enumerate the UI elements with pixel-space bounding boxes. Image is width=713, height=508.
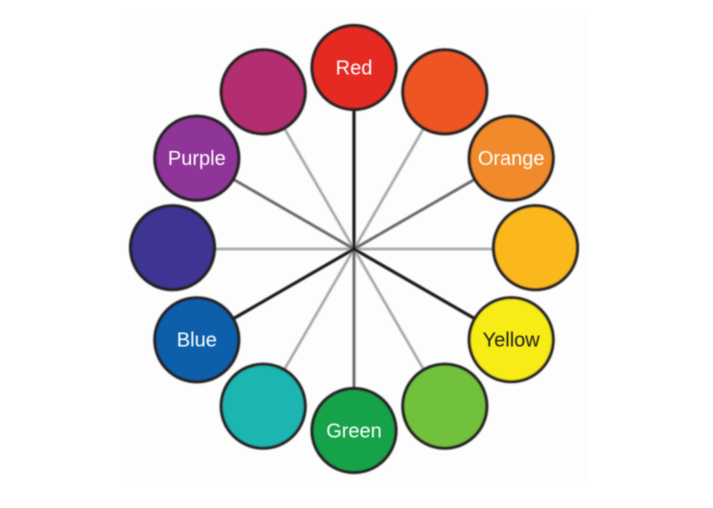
svg-text:Yellow: Yellow bbox=[483, 330, 541, 352]
svg-text:Red: Red bbox=[336, 57, 373, 79]
svg-text:Blue: Blue bbox=[177, 330, 217, 352]
svg-text:Orange: Orange bbox=[478, 148, 545, 170]
svg-text:Green: Green bbox=[326, 420, 382, 442]
svg-text:Purple: Purple bbox=[168, 148, 226, 170]
